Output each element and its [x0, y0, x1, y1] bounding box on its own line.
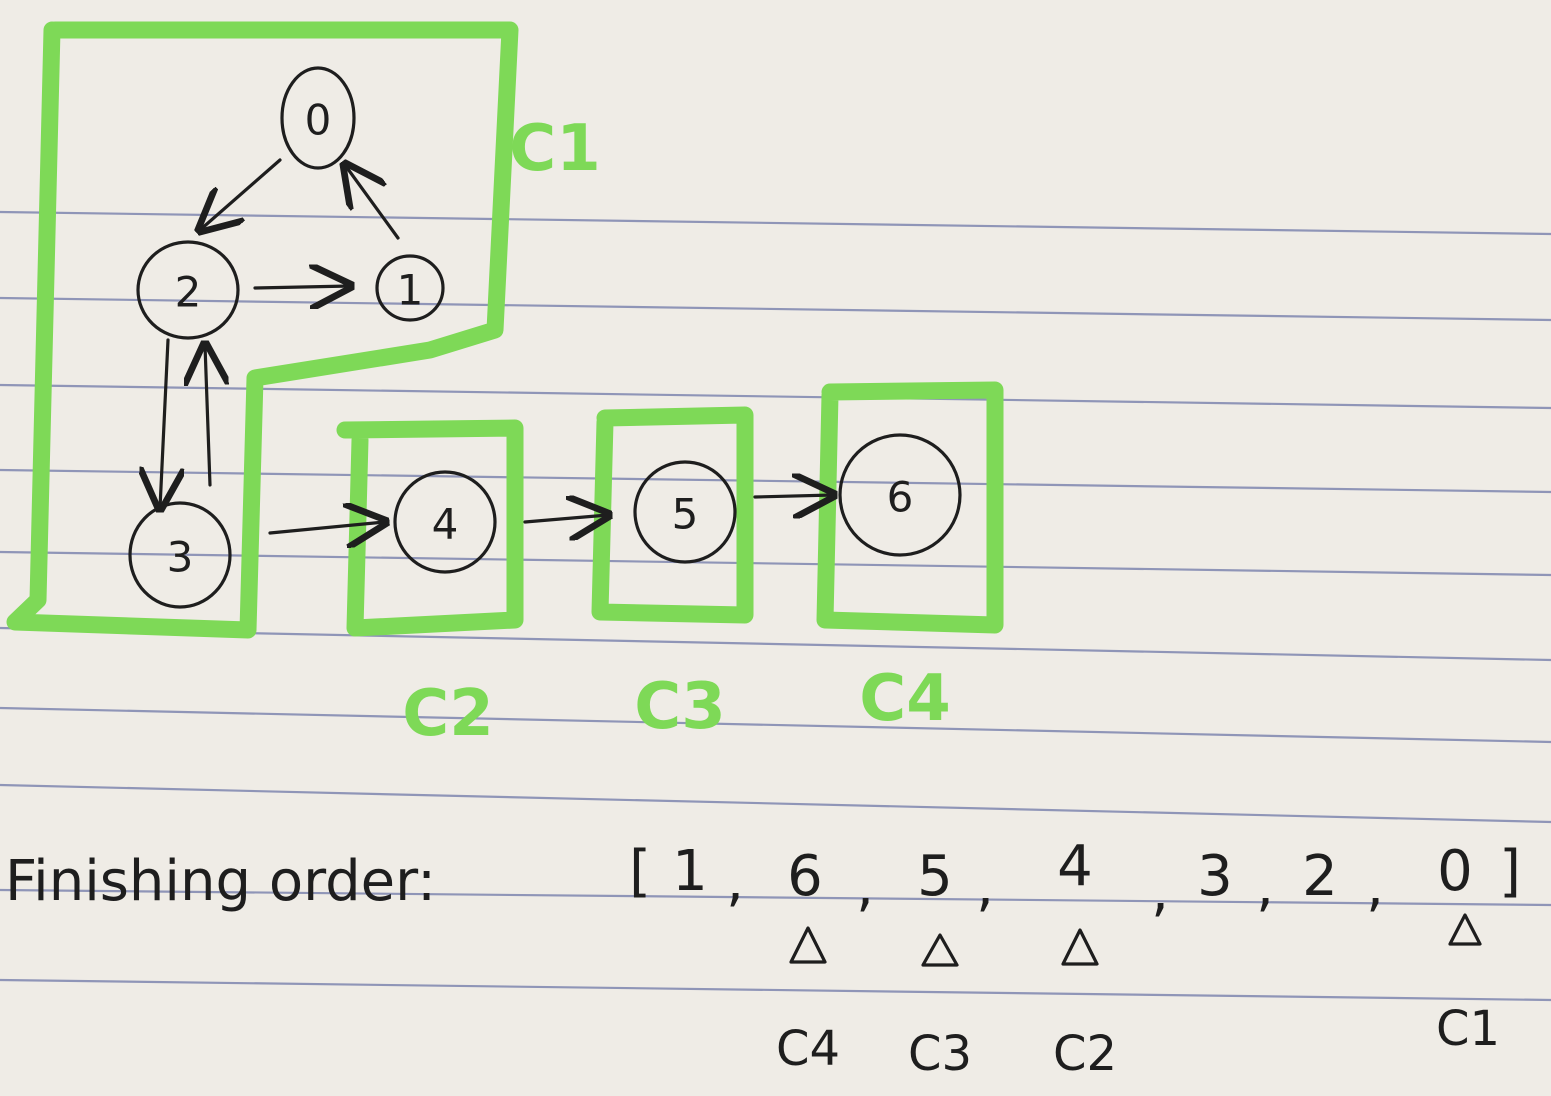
component-label-c4: C4: [859, 662, 951, 736]
graph-edges: [160, 160, 833, 533]
finishing-order: Finishing order: [ 1 , 6 , 5 , 4 , 3 , 2…: [5, 834, 1521, 924]
node-2: 2: [136, 240, 240, 340]
edge-3-4: [268, 522, 385, 533]
order-separator: ,: [1256, 854, 1274, 919]
edge-1-0: [345, 165, 400, 240]
marker-label-c4: C4: [776, 1021, 840, 1077]
graph-nodes: 0 1 2 3 4 5 6: [128, 66, 962, 609]
edge-2-3: [160, 338, 168, 508]
marker-label-c1: C1: [1436, 1001, 1500, 1057]
order-item-2: 2: [1302, 844, 1338, 909]
node-1: 1: [375, 254, 445, 322]
order-separator: ,: [1366, 854, 1384, 919]
finishing-order-label: Finishing order:: [5, 849, 436, 914]
node-6: 6: [838, 433, 962, 557]
marker-label-c3: C3: [908, 1026, 972, 1082]
node-4: 4: [393, 470, 497, 574]
svg-text:3: 3: [167, 533, 194, 582]
order-item-6: 6: [787, 844, 823, 909]
svg-text:4: 4: [432, 500, 459, 549]
open-bracket: [: [629, 839, 651, 904]
component-boxes: [6, 21, 1004, 639]
edge-3-2: [205, 345, 210, 487]
node-5: 5: [633, 460, 737, 564]
svg-text:1: 1: [397, 266, 424, 315]
marker-triangle-icon: [921, 933, 959, 967]
edge-0-2: [200, 158, 282, 230]
finishing-markers: C4 C3 C2 C1: [776, 913, 1500, 1082]
order-item-1: 1: [672, 839, 708, 904]
node-0: 0: [280, 66, 356, 170]
svg-text:2: 2: [175, 268, 202, 317]
component-c1-outline: [6, 21, 519, 639]
marker-triangle-icon: [1448, 913, 1482, 946]
order-item-5: 5: [917, 844, 953, 909]
svg-text:6: 6: [887, 473, 914, 522]
component-c2-outline: [336, 419, 524, 637]
svg-text:0: 0: [305, 96, 332, 145]
order-separator: ,: [976, 854, 994, 919]
component-label-c1: C1: [509, 112, 601, 186]
order-separator: ,: [856, 854, 874, 919]
edge-2-1: [253, 286, 350, 288]
marker-label-c2: C2: [1053, 1026, 1117, 1082]
order-item-0: 0: [1437, 839, 1473, 904]
node-3: 3: [128, 501, 232, 609]
close-bracket: ]: [1499, 839, 1521, 904]
edge-5-6: [753, 495, 833, 497]
marker-triangle-icon: [1061, 928, 1099, 966]
order-separator: ,: [726, 849, 744, 914]
component-label-c3: C3: [634, 670, 726, 744]
order-separator: ,: [1151, 859, 1169, 924]
order-item-4: 4: [1057, 834, 1093, 899]
component-label-c2: C2: [402, 677, 494, 751]
svg-text:5: 5: [672, 490, 699, 539]
order-item-3: 3: [1197, 844, 1233, 909]
component-c4-outline: [816, 381, 1004, 634]
component-c3-outline: [591, 406, 754, 624]
marker-triangle-icon: [789, 926, 827, 964]
edge-4-5: [523, 515, 608, 522]
component-labels: C1 C2 C3 C4: [402, 112, 951, 751]
